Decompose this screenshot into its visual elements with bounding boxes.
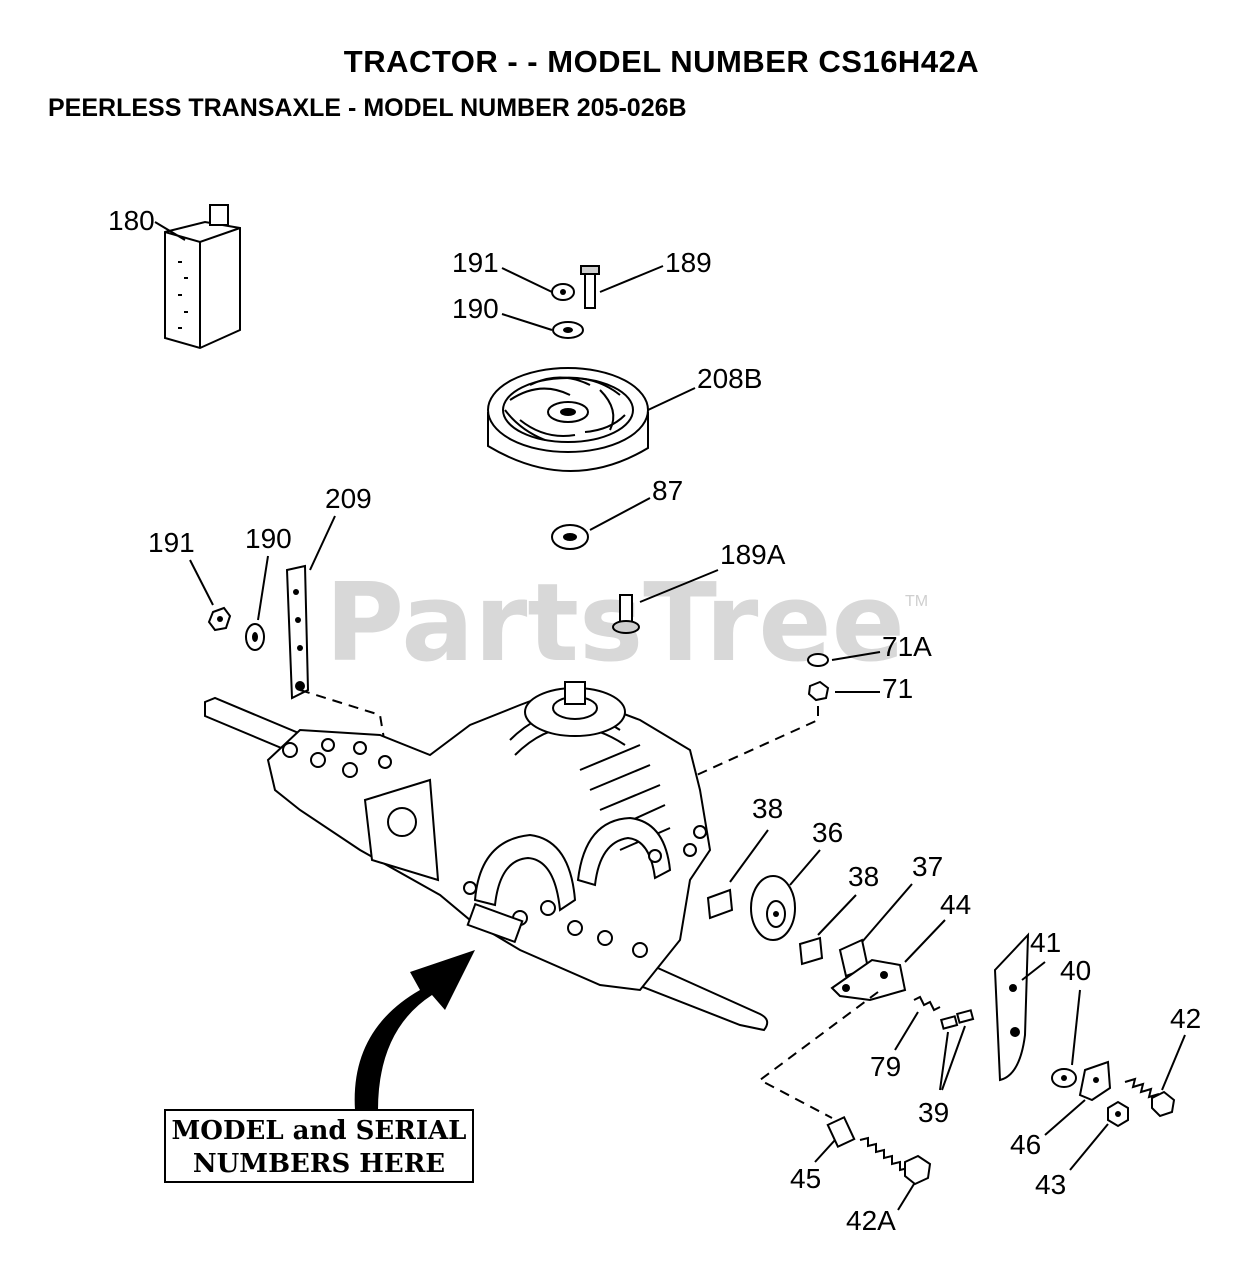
- label-191-top: 191: [452, 247, 499, 278]
- lever-41[interactable]: [993, 932, 1030, 1082]
- label-87: 87: [652, 475, 683, 506]
- model-serial-callout: MODEL and SERIAL NUMBERS HERE: [164, 1109, 474, 1183]
- pulley-208b[interactable]: [487, 367, 649, 472]
- label-71: 71: [882, 673, 913, 704]
- caliper-44[interactable]: [830, 958, 907, 1002]
- callout-line-2: NUMBERS HERE: [193, 1149, 445, 1179]
- model-serial-arrow: [354, 950, 475, 1110]
- label-36: 36: [812, 817, 843, 848]
- label-38-upper: 38: [752, 793, 783, 824]
- label-37: 37: [912, 851, 943, 882]
- label-45: 45: [790, 1163, 821, 1194]
- nut-87[interactable]: [551, 524, 589, 550]
- nut-40[interactable]: [1051, 1068, 1077, 1088]
- transaxle-body[interactable]: [204, 681, 769, 1032]
- spacer-45[interactable]: [826, 1115, 856, 1149]
- label-44: 44: [940, 889, 971, 920]
- label-208b: 208B: [697, 363, 762, 394]
- label-46: 46: [1010, 1129, 1041, 1160]
- spring-79[interactable]: [913, 995, 941, 1012]
- label-40: 40: [1060, 955, 1091, 986]
- diagram-title: TRACTOR - - MODEL NUMBER CS16H42A: [343, 44, 980, 79]
- key-38-lower[interactable]: [798, 936, 824, 966]
- oil-bottle-180[interactable]: [164, 204, 241, 350]
- label-71a: 71A: [882, 631, 932, 662]
- bolt-189a[interactable]: [612, 594, 640, 634]
- label-189a: 189A: [720, 539, 786, 570]
- label-209: 209: [325, 483, 372, 514]
- washer-71a[interactable]: [807, 653, 829, 667]
- bracket-209[interactable]: [285, 564, 310, 700]
- label-42a: 42A: [846, 1205, 896, 1236]
- bolt-189[interactable]: [580, 265, 600, 309]
- callout-line-1: MODEL and SERIAL: [172, 1116, 467, 1146]
- label-43: 43: [1035, 1169, 1066, 1200]
- label-41: 41: [1030, 927, 1061, 958]
- label-189: 189: [665, 247, 712, 278]
- key-38-upper[interactable]: [706, 888, 734, 920]
- diagram-subtitle: PEERLESS TRANSAXLE - MODEL NUMBER 205-02…: [48, 94, 687, 122]
- disc-36[interactable]: [750, 875, 796, 941]
- bolt-42[interactable]: [1124, 1077, 1176, 1118]
- label-38-lower: 38: [848, 861, 879, 892]
- label-79: 79: [870, 1051, 901, 1082]
- nut-191-left[interactable]: [207, 606, 232, 632]
- label-191-left: 191: [148, 527, 195, 558]
- nut-71[interactable]: [807, 680, 830, 702]
- nut-191-top[interactable]: [551, 283, 575, 301]
- label-42: 42: [1170, 1003, 1201, 1034]
- pins-39[interactable]: [939, 1009, 975, 1030]
- label-180: 180: [108, 205, 155, 236]
- bracket-46[interactable]: [1078, 1060, 1112, 1102]
- washer-190-left[interactable]: [245, 623, 265, 651]
- bolt-42a[interactable]: [859, 1136, 932, 1186]
- label-39: 39: [918, 1097, 949, 1128]
- washer-190-top[interactable]: [552, 321, 584, 339]
- watermark-tm: TM: [905, 593, 928, 610]
- label-190-left: 190: [245, 523, 292, 554]
- label-190-top: 190: [452, 293, 499, 324]
- nut-43[interactable]: [1107, 1100, 1129, 1128]
